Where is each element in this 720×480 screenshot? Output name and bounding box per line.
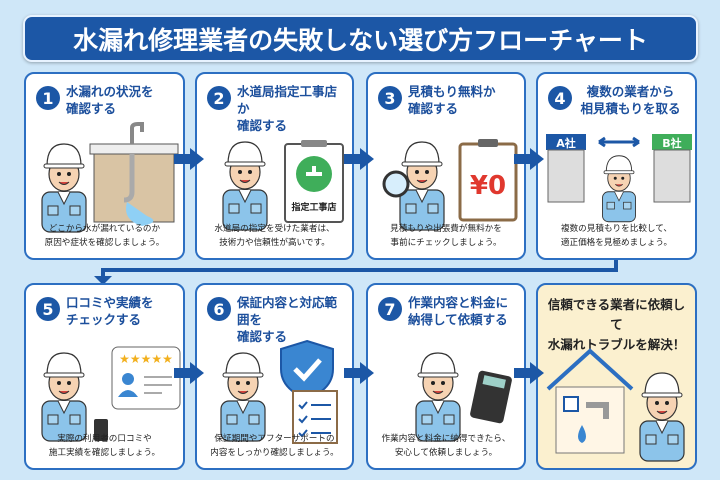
step-number: 1 xyxy=(36,86,60,110)
warranty-illustration xyxy=(220,339,338,444)
step-card-3: 3 見積もり無料か確認する ¥0 見積もりや出張費が無料かを事前にチェックしまし… xyxy=(366,72,526,260)
free-estimate-illustration: ¥0 xyxy=(382,139,518,231)
step-card-1: 1 水漏れの状況を確認する どこから水が漏れているのか原因や症状を確認しましょう… xyxy=(24,72,185,260)
calculator-illustration xyxy=(415,352,512,442)
row-connector-arrow xyxy=(94,260,618,285)
step-description: 見積もりや出張費が無料かを事前にチェックしましょう。 xyxy=(390,224,502,248)
step-description: 水道局の指定を受けた業者は、技術力や信頼性が高いです。 xyxy=(214,224,335,248)
leak-under-sink-illustration xyxy=(41,122,179,233)
arrow-right-icon xyxy=(174,362,204,384)
house-and-worker-illustration xyxy=(546,348,685,462)
company-a-label: A社 xyxy=(556,136,576,150)
step-heading: 複数の業者から相見積もりを取る xyxy=(580,84,681,116)
page-title: 水漏れ修理業者の失敗しない選び方フローチャート xyxy=(73,25,648,55)
step-heading: 水漏れの状況を確認する xyxy=(66,84,154,116)
five-star-rating: ★★★★★ xyxy=(119,352,173,366)
designated-contractor-illustration: 指定工事店 xyxy=(222,140,344,231)
step-description: 保証期間やアフターサポートの内容をしっかり確認しましょう。 xyxy=(210,434,339,458)
step-number: 5 xyxy=(36,297,60,321)
step-number: 7 xyxy=(378,297,402,321)
step-card-6: 6 保証内容と対応範囲を確認する 保証期間やアフターサポートの内容をしっかり確認… xyxy=(195,283,354,470)
step-card-2: 2 水道局指定工事店か確認する 指定工事店 水道局の指定を受けた業者は、技術力や… xyxy=(195,72,354,260)
step-heading: 作業内容と料金に納得して依頼する xyxy=(408,295,509,327)
step-heading: 保証内容と対応範囲を確認する xyxy=(237,295,338,344)
arrow-right-icon xyxy=(344,362,374,384)
arrow-right-icon xyxy=(344,148,374,170)
final-message: 信頼できる業者に依頼して水漏れトラブルを解決！ xyxy=(547,297,686,352)
step-description: どこから水が漏れているのか原因や症状を確認しましょう。 xyxy=(44,224,165,248)
step-description: 複数の見積もりを比較して、適正価格を見極めましょう。 xyxy=(560,224,673,248)
compare-estimates-illustration: A社 B社 xyxy=(546,134,692,223)
step-number: 4 xyxy=(548,86,572,110)
designated-store-sign: 指定工事店 xyxy=(291,201,336,213)
arrow-right-icon xyxy=(174,148,204,170)
final-result-card: 信頼できる業者に依頼して水漏れトラブルを解決！ xyxy=(536,283,697,470)
step-card-4: 4 複数の業者から相見積もりを取る A社 B社 複数の見積もりを比較して、適正価… xyxy=(536,72,697,260)
step-heading: 口コミや実績をチェックする xyxy=(66,295,154,327)
step-card-5: 5 口コミや実績をチェックする ★★★★★ 実際の利用者の口コミや施工実績を確認… xyxy=(24,283,185,470)
arrow-right-icon xyxy=(514,148,544,170)
step-heading: 見積もり無料か確認する xyxy=(408,84,496,116)
step-number: 6 xyxy=(207,297,231,321)
company-b-label: B社 xyxy=(662,136,681,150)
title-banner: 水漏れ修理業者の失敗しない選び方フローチャート xyxy=(23,15,698,62)
step-number: 3 xyxy=(378,86,402,110)
arrow-right-icon xyxy=(514,362,544,384)
step-heading: 水道局指定工事店か確認する xyxy=(237,84,338,133)
price-zero: ¥0 xyxy=(470,171,506,201)
reviews-illustration: ★★★★★ xyxy=(41,346,181,442)
step-description: 実際の利用者の口コミや施工実績を確認しましょう。 xyxy=(48,434,161,458)
step-number: 2 xyxy=(207,86,231,110)
step-card-7: 7 作業内容と料金に納得して依頼する 作業内容と料金に納得できたら、安心して依頼… xyxy=(366,283,526,470)
step-description: 作業内容と料金に納得できたら、安心して依頼しましょう。 xyxy=(381,434,511,458)
